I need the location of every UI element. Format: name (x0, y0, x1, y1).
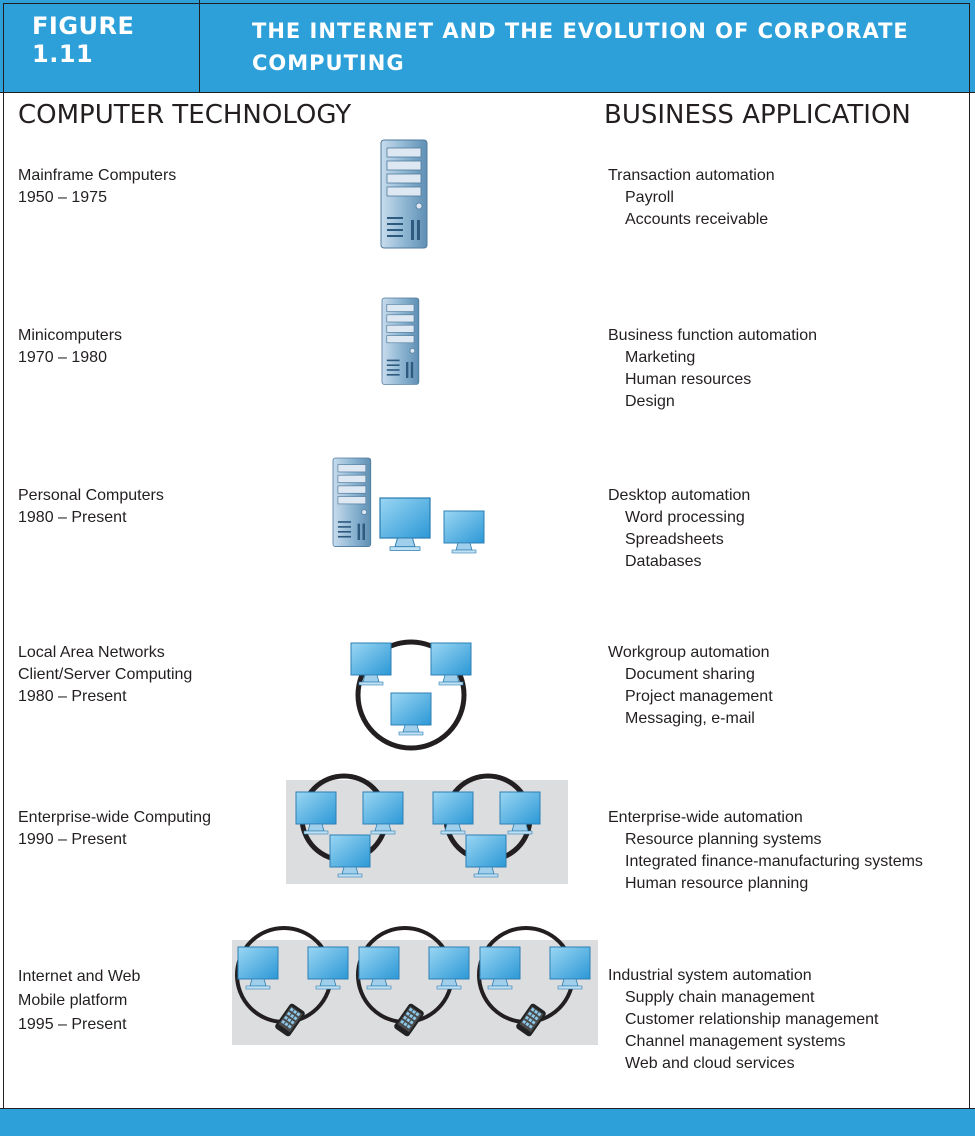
tech-years: 1950 – 1975 (18, 189, 107, 206)
tech-years: 1980 – Present (18, 688, 127, 705)
figure-footer-bar (0, 1108, 975, 1136)
app-item: Document sharing (625, 666, 755, 683)
tech-mainframe: Mainframe Computers 1950 – 1975 (18, 165, 176, 209)
app-enterprise: Enterprise-wide automation Resource plan… (608, 807, 923, 895)
tech-name: Minicomputers (18, 327, 123, 344)
app-item: Human resources (625, 371, 752, 388)
app-item: Web and cloud services (625, 1055, 795, 1072)
app-item: Human resource planning (625, 875, 809, 892)
app-business-function: Business function automation Marketing H… (608, 325, 817, 413)
app-title: Enterprise-wide automation (608, 809, 803, 826)
app-title: Industrial system automation (608, 967, 812, 984)
app-workgroup: Workgroup automation Document sharing Pr… (608, 642, 773, 730)
tech-name: Local Area Networks (18, 644, 165, 661)
app-item: Channel management systems (625, 1033, 846, 1050)
tech-lan: Local Area Networks Client/Server Comput… (18, 642, 192, 708)
column-heading-technology: COMPUTER TECHNOLOGY (18, 100, 352, 130)
figure-frame (3, 3, 970, 1132)
app-item: Design (625, 393, 675, 410)
app-title: Desktop automation (608, 487, 751, 504)
internet-mobile-network-icon (232, 926, 598, 1045)
app-industrial: Industrial system automation Supply chai… (608, 965, 878, 1075)
lan-network-icon (350, 639, 472, 751)
tech-years: 1995 – Present (18, 1016, 127, 1033)
tech-sub: Client/Server Computing (18, 666, 193, 683)
app-item: Messaging, e-mail (625, 710, 755, 727)
app-title: Transaction automation (608, 167, 775, 184)
app-item: Project management (625, 688, 773, 705)
app-transaction: Transaction automation Payroll Accounts … (608, 165, 775, 231)
app-item: Supply chain management (625, 989, 815, 1006)
tech-name: Internet and Web (18, 968, 141, 985)
tech-internet: Internet and Web Mobile platform 1995 – … (18, 965, 140, 1037)
app-item: Accounts receivable (625, 211, 769, 228)
column-heading-application: BUSINESS APPLICATION (604, 100, 911, 130)
app-item: Integrated finance-manufacturing systems (625, 853, 923, 870)
app-item: Databases (625, 553, 702, 570)
app-item: Payroll (625, 189, 674, 206)
app-item: Marketing (625, 349, 696, 366)
tech-enterprise: Enterprise-wide Computing 1990 – Present (18, 807, 211, 851)
figure-label: FIGURE 1.11 (0, 0, 200, 92)
tech-personal-computers: Personal Computers 1980 – Present (18, 485, 164, 529)
figure-title: THE INTERNET AND THE EVOLUTION OF CORPOR… (252, 19, 909, 75)
app-desktop: Desktop automation Word processing Sprea… (608, 485, 750, 573)
app-title: Workgroup automation (608, 644, 770, 661)
app-item: Spreadsheets (625, 531, 724, 548)
app-item: Word processing (625, 509, 745, 526)
tech-years: 1980 – Present (18, 509, 127, 526)
tech-name: Mainframe Computers (18, 167, 177, 184)
tech-years: 1990 – Present (18, 831, 127, 848)
app-title: Business function automation (608, 327, 818, 344)
app-item: Resource planning systems (625, 831, 822, 848)
tech-years: 1970 – 1980 (18, 349, 107, 366)
tech-name: Enterprise-wide Computing (18, 809, 211, 826)
tech-minicomputers: Minicomputers 1970 – 1980 (18, 325, 122, 369)
tech-sub: Mobile platform (18, 992, 128, 1009)
enterprise-network-icon (286, 773, 568, 884)
tech-name: Personal Computers (18, 487, 164, 504)
app-item: Customer relationship management (625, 1011, 879, 1028)
